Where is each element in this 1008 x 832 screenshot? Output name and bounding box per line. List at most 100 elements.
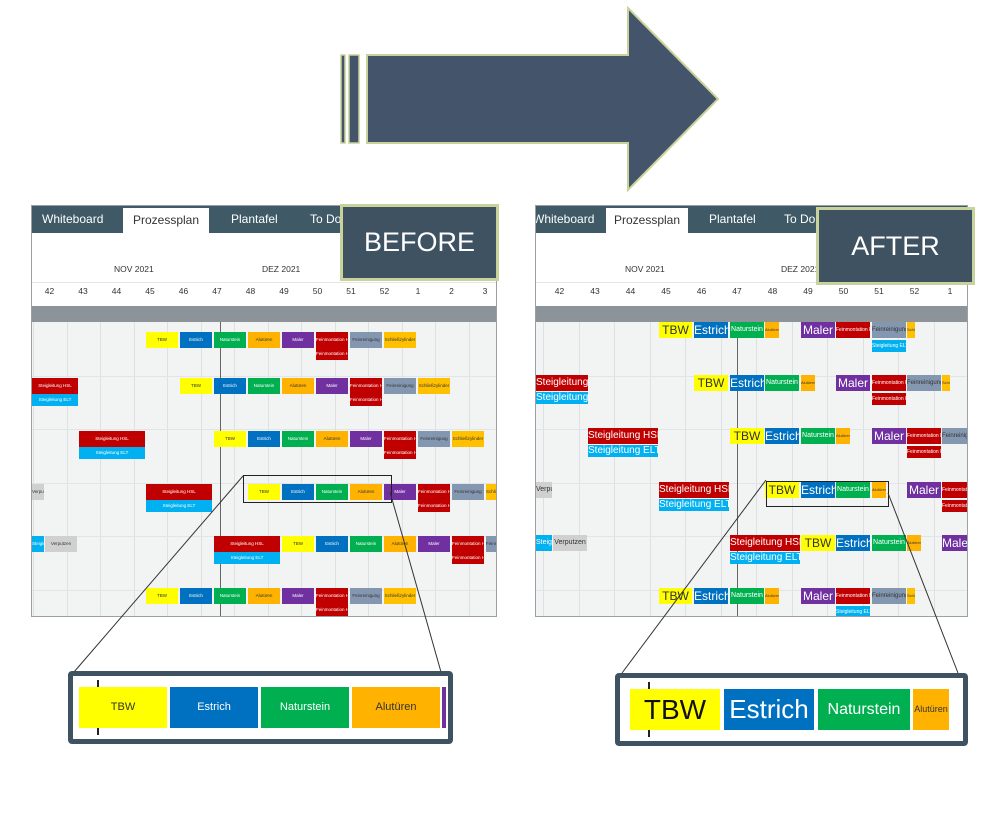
task-bar-maler[interactable]: Maler [282, 588, 314, 604]
task-bar-steigleitung_elt[interactable]: Steigleitung ELT [730, 552, 800, 564]
task-bar-feinmontation[interactable]: Feinmontation HLS [452, 552, 484, 564]
task-bar-feinmontation[interactable]: Feinmontation HLS [418, 484, 450, 500]
task-bar-tbw[interactable]: TBW [214, 431, 246, 447]
task-bar-feinmontation[interactable]: Feinmontation HLS [384, 447, 416, 459]
task-bar-estrich[interactable]: Estrich [801, 482, 835, 498]
task-bar-alutueren[interactable]: Alutüren [765, 322, 779, 338]
task-bar-naturstein[interactable]: Naturstein [801, 428, 835, 444]
task-bar-estrich[interactable]: Estrich [214, 378, 246, 394]
task-bar-feinreinigung[interactable]: Feinreinigung [872, 588, 906, 604]
task-bar-feinmontation[interactable]: Feinmontation HLS [316, 348, 348, 360]
task-bar-naturstein[interactable]: Naturstein [872, 535, 906, 551]
task-bar-tbw[interactable]: TBW [801, 535, 835, 551]
task-bar-alutueren[interactable]: Alutüren [872, 482, 886, 498]
task-bar-alutueren[interactable]: Alutüren [282, 378, 314, 394]
task-bar-feinreinigung[interactable]: Feinreinigung [907, 375, 941, 391]
task-bar-alutueren[interactable]: Alutüren [801, 375, 815, 391]
task-bar-naturstein[interactable]: Naturstein [248, 378, 280, 394]
task-bar-naturstein[interactable]: Naturstein [836, 482, 870, 498]
task-bar-feinmontation[interactable]: Feinmontation HLS [836, 588, 870, 604]
task-bar-feinmontation[interactable]: Feinmontation HLS [316, 332, 348, 348]
task-bar-alutueren[interactable]: Alutüren [248, 332, 280, 348]
task-bar-schliesszylinder[interactable]: Schließzylinder [942, 375, 950, 391]
task-bar-feinreinigung[interactable]: Feinreinigung [350, 588, 382, 604]
task-bar-feinreinigung[interactable]: Feinreinigung [384, 378, 416, 394]
task-bar-feinmontation[interactable]: Feinmontation HLS [942, 500, 967, 512]
task-bar-tbw[interactable]: TBW [659, 588, 692, 604]
task-bar-feinmontation[interactable]: Feinmontation HLS [907, 446, 941, 458]
task-bar-estrich[interactable]: Estrich [282, 484, 314, 500]
task-bar-tbw[interactable]: TBW [730, 428, 764, 444]
task-bar-steigleitung_elt[interactable]: Steigleitung ELT [536, 392, 588, 404]
task-bar-schliesszylinder[interactable]: Schließzylinder [907, 322, 915, 338]
task-bar-feinmontation[interactable]: Feinmontation HLS [418, 500, 450, 512]
task-bar-alutueren[interactable]: Alutüren [907, 535, 921, 551]
task-bar-maler[interactable]: Maler [836, 375, 870, 391]
task-bar-verputzen[interactable]: Verputzen [536, 482, 552, 498]
task-bar-estrich[interactable]: Estrich [180, 588, 212, 604]
task-bar-maler[interactable]: Maler [350, 431, 382, 447]
tab-whiteboard[interactable]: Whiteboard [535, 212, 595, 226]
task-bar-feinmontation[interactable]: Feinmontation HLS [316, 604, 348, 616]
task-bar-feinreinigung[interactable]: Feinreinigung [418, 431, 450, 447]
task-bar-naturstein[interactable]: Naturstein [316, 484, 348, 500]
tab-prozessplan[interactable]: Prozessplan [606, 208, 688, 233]
tab-plantafel[interactable]: Plantafel [709, 212, 756, 226]
task-bar-maler[interactable]: Maler [942, 535, 967, 551]
tab-prozessplan[interactable]: Prozessplan [123, 208, 209, 233]
task-bar-tbw[interactable]: TBW [630, 689, 720, 730]
task-bar-estrich[interactable]: Estrich [248, 431, 280, 447]
task-bar-schliesszylinder[interactable]: Schließzylinder [384, 588, 416, 604]
tab-todo[interactable]: To Do [784, 212, 816, 226]
task-bar-maler[interactable]: Maler [872, 428, 906, 444]
task-bar-maler[interactable]: Maler [907, 482, 941, 498]
task-bar-naturstein[interactable]: Naturstein [261, 687, 349, 728]
task-bar-feinmontation[interactable]: Feinmontation HLS [836, 322, 870, 338]
task-bar-verputzen[interactable]: Verputzen [45, 536, 77, 552]
task-bar-schliesszylinder[interactable]: Schließzylinder [452, 431, 484, 447]
task-bar-feinmontation[interactable]: Feinmontation HLS [384, 431, 416, 447]
task-bar-feinmontation[interactable]: Feinmontation HLS [872, 375, 906, 391]
task-bar-estrich[interactable]: Estrich [836, 535, 870, 551]
task-bar-alutueren[interactable]: Alutüren [350, 484, 382, 500]
task-bar-feinreinigung[interactable]: Feinreinigung [350, 332, 382, 348]
task-bar-schliesszylinder[interactable]: Schließzylinder [486, 484, 496, 500]
task-bar-maler[interactable]: Maler [316, 378, 348, 394]
task-bar-feinmontation[interactable]: Feinmontation HLS [907, 428, 941, 444]
task-bar-steigleitung_hsl[interactable]: Steigleitung HSL [588, 428, 658, 444]
task-bar-steigleitung_hsl[interactable]: Steigleitung HSL [536, 375, 588, 391]
task-bar-steigleitung_elt[interactable]: Steigleitung ELT [146, 500, 212, 512]
task-bar-tbw[interactable]: TBW [248, 484, 280, 500]
task-bar-tbw[interactable]: TBW [282, 536, 314, 552]
task-bar-estrich[interactable]: Estrich [765, 428, 799, 444]
task-bar-estrich[interactable]: Estrich [694, 322, 728, 338]
task-bar-naturstein[interactable]: Naturstein [350, 536, 382, 552]
task-bar-naturstein[interactable]: Naturstein [765, 375, 799, 391]
task-bar-naturstein[interactable]: Naturstein [282, 431, 314, 447]
task-bar-steigleitung_elt[interactable]: Steigleitung ELT [588, 445, 658, 457]
task-bar-steigleitung_hsl[interactable]: Steigleitung HSL [146, 484, 212, 500]
task-bar-tbw[interactable]: TBW [659, 322, 692, 338]
task-bar-steigleitung_elt[interactable]: Steigleitung ELT [536, 535, 552, 551]
task-bar-steigleitung_elt[interactable]: Steigleitung ELT [659, 499, 729, 511]
task-bar-schliesszylinder[interactable]: Schließzylinder [418, 378, 450, 394]
task-bar-feinmontation[interactable]: Feinmontation HLS [316, 588, 348, 604]
task-bar-estrich[interactable]: Estrich [316, 536, 348, 552]
task-bar-steigleitung_elt[interactable]: Steigleitung ELT [872, 340, 906, 352]
task-bar-alutueren[interactable]: Alutüren [913, 689, 949, 730]
task-bar-tbw[interactable]: TBW [79, 687, 167, 728]
task-bar-maler[interactable]: Maler [801, 322, 835, 338]
task-bar-steigleitung_elt[interactable]: Steigleitung ELT [79, 447, 145, 459]
task-bar-naturstein[interactable]: Naturstein [214, 332, 246, 348]
task-bar-steigleitung_hsl[interactable]: Steigleitung HSL [659, 482, 729, 498]
task-bar-estrich[interactable]: Estrich [730, 375, 764, 391]
task-bar-alutueren[interactable]: Alutüren [765, 588, 779, 604]
task-bar-maler[interactable]: Maler [282, 332, 314, 348]
task-bar-tbw[interactable]: TBW [146, 332, 178, 348]
task-bar-schliesszylinder[interactable]: Schließzylinder [384, 332, 416, 348]
task-bar-steigleitung_elt[interactable]: Steigleitung ELT [836, 606, 870, 616]
task-bar-feinreinigung[interactable]: Feinreinigung [486, 536, 496, 552]
task-bar-steigleitung_hsl[interactable]: Steigleitung HSL [730, 535, 800, 551]
task-bar-estrich[interactable]: Estrich [694, 588, 728, 604]
task-bar-maler[interactable]: Maler [801, 588, 835, 604]
